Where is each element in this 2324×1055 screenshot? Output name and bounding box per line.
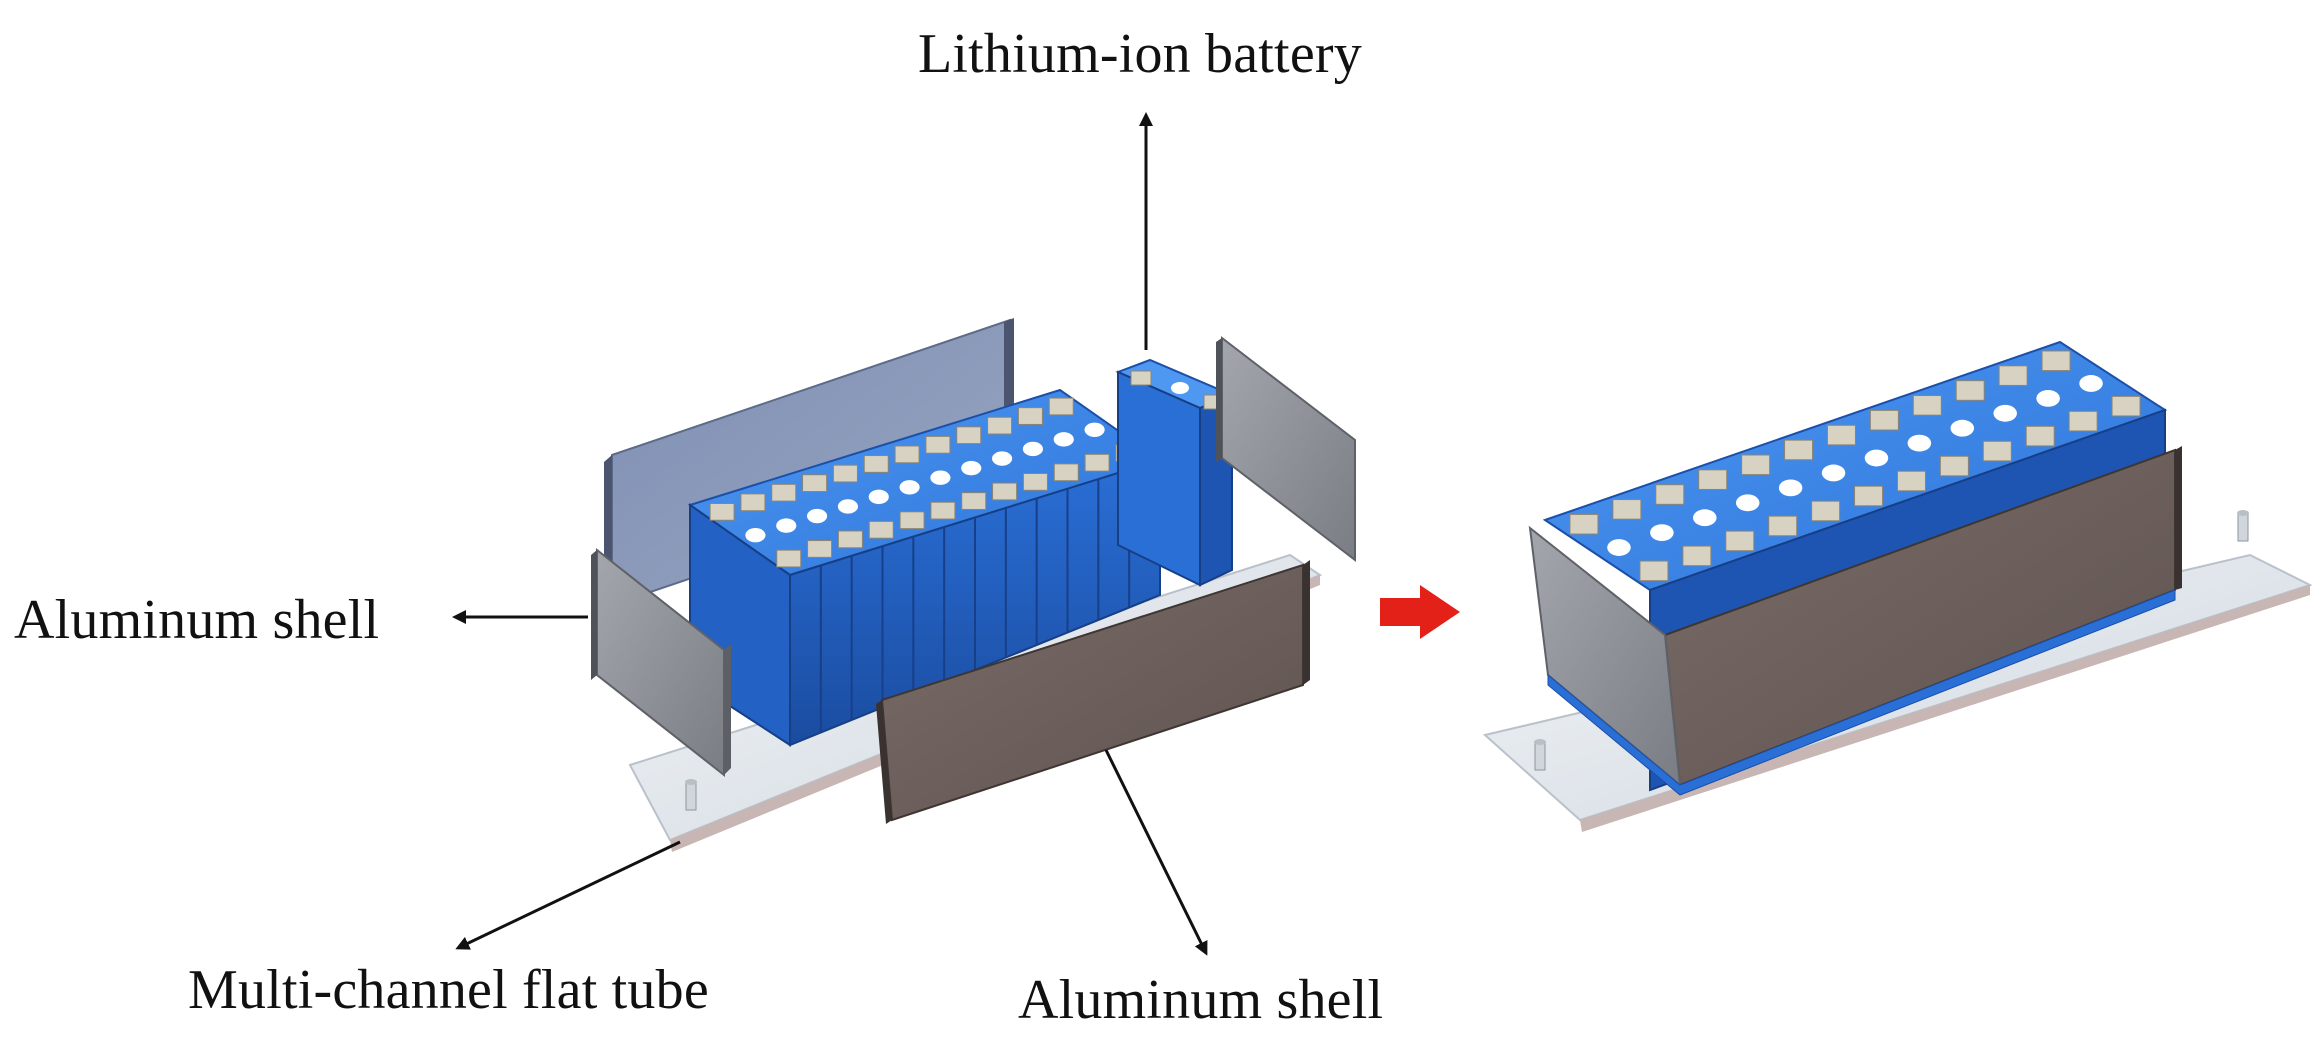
cell-terminal	[1741, 454, 1771, 476]
cell-terminal	[1022, 472, 1048, 491]
cell-terminal	[709, 502, 735, 521]
cell-terminal	[894, 445, 920, 464]
cell-terminal	[1017, 407, 1043, 425]
cell-terminal	[1698, 469, 1728, 490]
cell-vent	[1650, 524, 1674, 542]
cell-vent	[1778, 479, 1803, 497]
cell-terminal	[1912, 395, 1942, 416]
label-lithium-ion-battery: Lithium-ion battery	[918, 23, 1362, 85]
cell-terminal	[1826, 424, 1856, 446]
cell-vent	[837, 499, 858, 514]
label-multi-channel-flat-tube: Multi-channel flat tube	[188, 959, 709, 1021]
cell-vent	[2079, 375, 2103, 392]
front-aluminum-shell	[876, 560, 1310, 824]
cell-terminal	[1811, 500, 1841, 522]
cell-terminal	[956, 426, 982, 445]
cell-terminal	[1784, 439, 1814, 461]
cell-vent	[930, 470, 951, 485]
cell-terminal	[1896, 470, 1926, 492]
cell-terminal	[1854, 485, 1884, 507]
exploded-view	[591, 318, 1356, 852]
cell-vent	[961, 460, 982, 476]
cell-terminal	[802, 474, 828, 493]
cell-terminal	[837, 530, 863, 549]
cell-terminal	[776, 549, 802, 568]
cell-terminal	[1939, 455, 1969, 477]
assembly-arrow-icon	[1380, 585, 1460, 639]
cell-vent	[1821, 464, 1846, 482]
cell-vent	[1864, 449, 1889, 467]
cell-vent	[2036, 389, 2060, 407]
cell-terminal	[1053, 463, 1079, 482]
cell-terminal	[2025, 425, 2055, 447]
cell-terminal	[930, 501, 956, 520]
cell-vent	[1022, 441, 1043, 457]
cell-vent	[899, 480, 920, 495]
cell-terminal	[771, 483, 797, 502]
cell-terminal	[1955, 380, 1985, 401]
cell-terminal	[807, 540, 833, 558]
cell-terminal	[1869, 409, 1899, 431]
cell-vent	[776, 518, 797, 533]
right-aluminum-shell	[1216, 335, 1356, 563]
cell-terminal	[863, 455, 889, 473]
cell-terminal	[961, 492, 987, 510]
cell-vent	[1053, 432, 1074, 447]
cell-vent	[1993, 404, 2017, 422]
cell-terminal	[1682, 545, 1712, 567]
cell-vent	[1950, 419, 1975, 437]
label-aluminum-shell-left: Aluminum shell	[14, 589, 380, 651]
cell-terminal	[899, 511, 925, 530]
cell-terminal	[2111, 395, 2141, 417]
cell-vent	[807, 508, 828, 524]
single-lithium-cell	[1115, 358, 1235, 587]
assembled-view	[1482, 340, 2313, 832]
cell-terminal	[1982, 440, 2012, 462]
leader-lines	[452, 112, 1208, 956]
cell-terminal	[2041, 350, 2071, 372]
cell-terminal	[925, 435, 951, 454]
cell-terminal	[987, 416, 1013, 435]
cell-vent	[1907, 434, 1932, 452]
cell-terminal	[2068, 410, 2098, 432]
cell-vent	[1735, 494, 1760, 512]
cell-vent	[745, 528, 766, 543]
cell-terminal	[1612, 499, 1642, 520]
cell-terminal	[1569, 513, 1599, 535]
cell-terminal	[832, 464, 858, 483]
left-aluminum-shell	[591, 547, 731, 778]
cell-vent	[992, 451, 1013, 466]
cell-vent	[868, 489, 889, 505]
cell-vent	[1607, 539, 1631, 556]
cell-terminal	[1655, 484, 1685, 505]
cell-terminal	[740, 493, 766, 512]
cell-terminals	[1569, 350, 2141, 582]
leader-multi-channel-flat-tube	[455, 840, 681, 950]
cell-terminal	[992, 482, 1018, 501]
label-aluminum-shell-bottom: Aluminum shell	[1018, 969, 1384, 1031]
cell-terminal	[1725, 530, 1755, 552]
cell-terminal	[1998, 365, 2028, 386]
cell-terminal	[1768, 515, 1798, 537]
cell-vent	[1084, 422, 1105, 437]
cell-terminal	[1084, 453, 1110, 472]
cell-terminal	[1639, 560, 1669, 582]
cell-vent	[1693, 509, 1717, 527]
cell-terminal	[1048, 397, 1074, 416]
leader-aluminum-shell-bottom	[1104, 749, 1208, 956]
cell-terminal	[868, 520, 894, 539]
